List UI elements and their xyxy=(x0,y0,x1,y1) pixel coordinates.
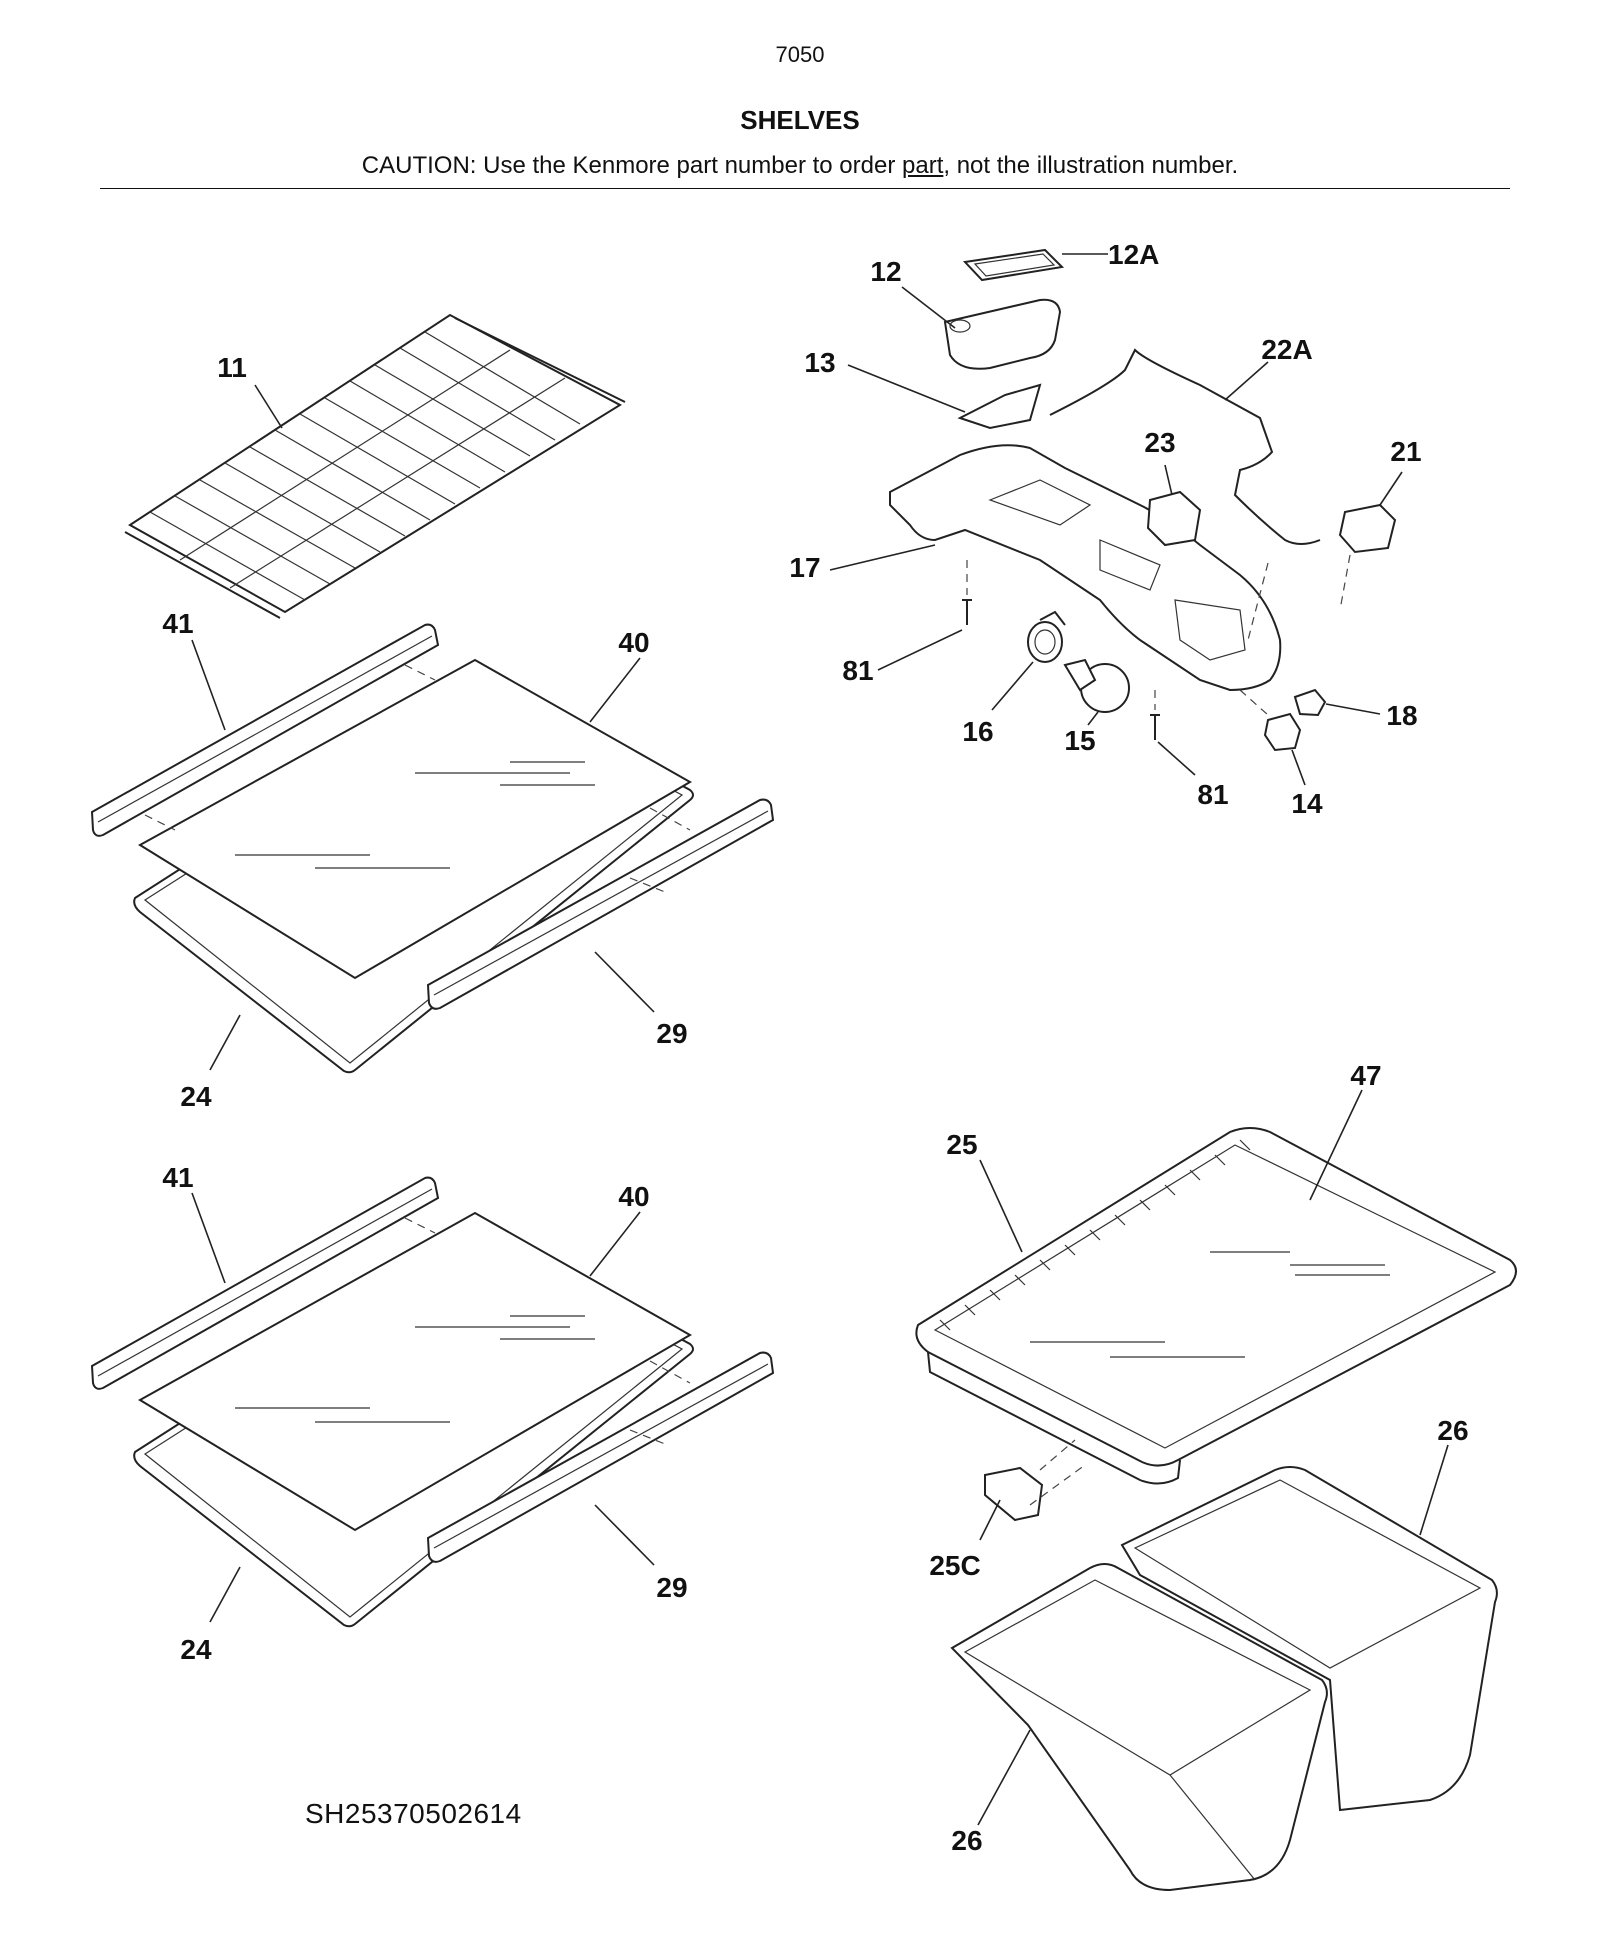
callout-leader-lines xyxy=(191,253,1449,1826)
crisper-cover-assembly xyxy=(915,1127,1517,1522)
wire-shelf-11 xyxy=(124,313,626,619)
callout-16: 16 xyxy=(962,716,993,747)
callout-21: 21 xyxy=(1390,436,1421,467)
callout-17: 17 xyxy=(789,552,820,583)
page-number: 7050 xyxy=(775,42,825,67)
callout-24-upper: 24 xyxy=(180,1081,212,1112)
caution-text-end: , not the illustration number. xyxy=(943,152,1239,179)
callout-25: 25 xyxy=(946,1129,977,1160)
callout-12: 12 xyxy=(870,256,901,287)
callout-26-left: 26 xyxy=(951,1825,982,1856)
callout-13: 13 xyxy=(804,347,835,378)
callout-25C: 25C xyxy=(929,1550,980,1581)
callout-24-lower: 24 xyxy=(180,1634,212,1665)
callout-41-upper: 41 xyxy=(162,608,193,639)
control-housing-assembly xyxy=(889,248,1397,752)
callout-labels: 11 41 40 29 24 41 40 29 24 12 12A 13 22A… xyxy=(162,239,1468,1856)
callout-40-upper: 40 xyxy=(618,627,649,658)
caution-text-start: CAUTION: Use the Kenmore part number to … xyxy=(361,152,902,179)
header-divider xyxy=(100,188,1510,189)
callout-15: 15 xyxy=(1064,725,1095,756)
caution-part-word: part xyxy=(902,152,944,179)
page-title: SHELVES xyxy=(740,105,860,135)
callout-29-upper: 29 xyxy=(656,1018,687,1049)
callout-81-left: 81 xyxy=(842,655,873,686)
callout-41-lower: 41 xyxy=(162,1162,193,1193)
caution-note: CAUTION: Use the Kenmore part number to … xyxy=(0,152,1600,180)
callout-26-right: 26 xyxy=(1437,1415,1468,1446)
callout-47: 47 xyxy=(1350,1060,1381,1091)
callout-12A: 12A xyxy=(1108,239,1159,270)
crisper-pans xyxy=(950,1466,1498,1892)
callout-18: 18 xyxy=(1386,700,1417,731)
callout-22A: 22A xyxy=(1261,334,1312,365)
diagram-code: SH25370502614 xyxy=(305,1798,522,1829)
glass-shelf-assembly-upper xyxy=(90,623,775,1074)
glass-shelf-assembly-lower xyxy=(90,1176,775,1628)
callout-40-lower: 40 xyxy=(618,1181,649,1212)
callout-81-right: 81 xyxy=(1197,779,1228,810)
callout-11: 11 xyxy=(217,352,247,383)
callout-29-lower: 29 xyxy=(656,1572,687,1603)
callout-14: 14 xyxy=(1291,788,1323,819)
callout-23: 23 xyxy=(1144,427,1175,458)
